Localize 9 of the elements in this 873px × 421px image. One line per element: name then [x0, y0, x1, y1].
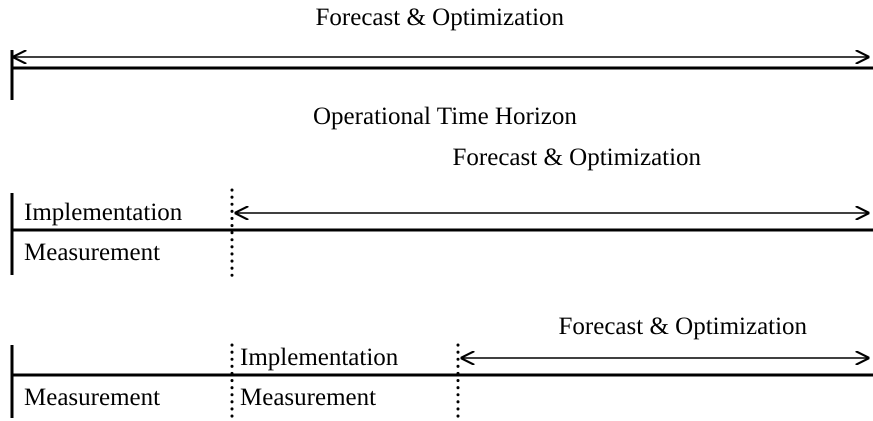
axis-title: Operational Time Horizon	[313, 103, 577, 131]
phase-label: Measurement	[24, 239, 160, 267]
phase-label: Measurement	[24, 384, 160, 412]
phase-label: Implementation	[240, 344, 398, 372]
phase-label: Measurement	[240, 384, 376, 412]
phase-label: Forecast & Optimization	[558, 313, 808, 341]
phase-label: Forecast & Optimization	[452, 144, 702, 172]
phase-label: Implementation	[24, 199, 182, 227]
phase-label: Forecast & Optimization	[316, 4, 564, 32]
